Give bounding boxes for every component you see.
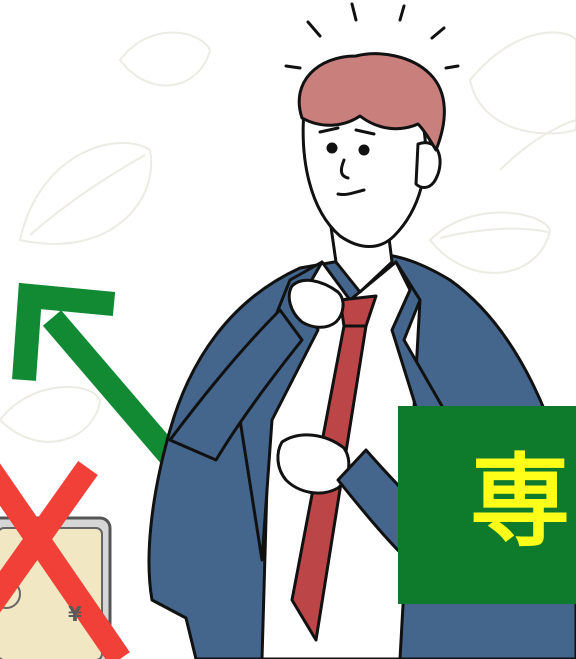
surprise-lines-icon: [284, 2, 460, 70]
banner-text: 専: [470, 443, 570, 560]
keyword-banner: 専: [398, 406, 576, 604]
yen-symbol: ¥: [68, 602, 82, 626]
cross-out-icon: [0, 461, 130, 659]
